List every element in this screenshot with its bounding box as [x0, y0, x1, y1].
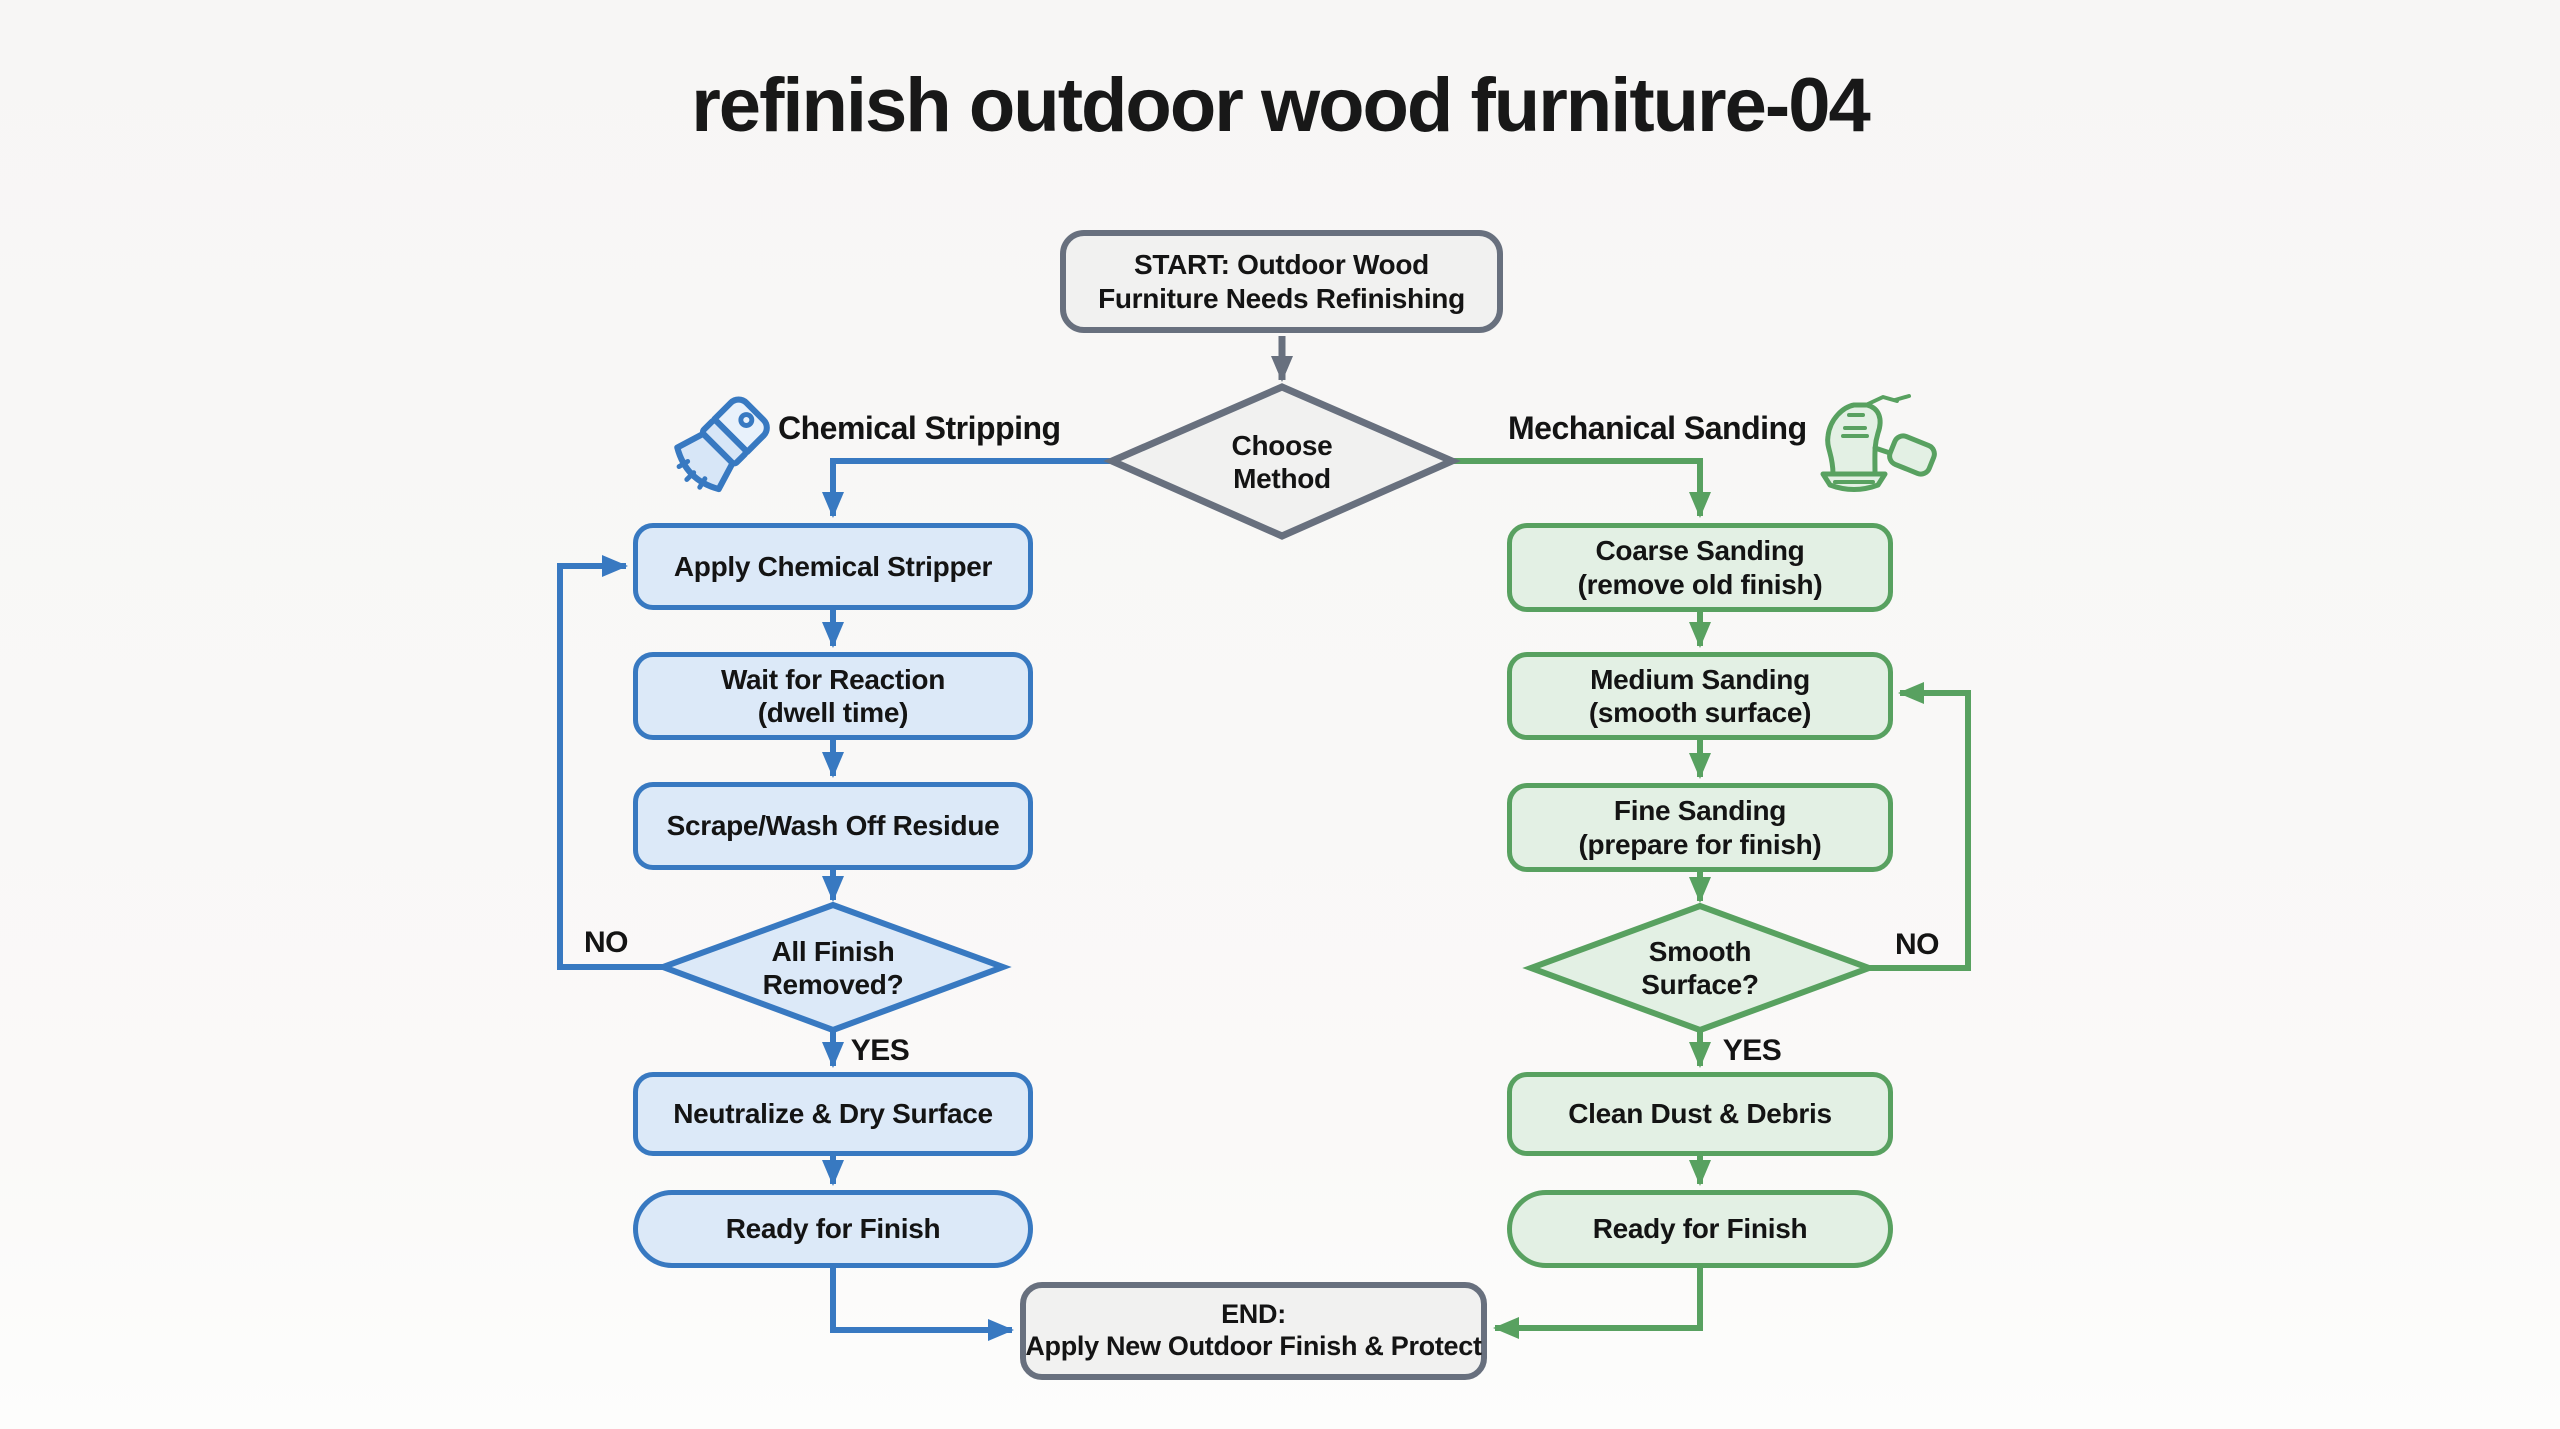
node-label: Method [1233, 463, 1331, 494]
branch-label-mechanical-sanding: Mechanical Sanding [1508, 410, 1807, 446]
orbital-sander-icon [1820, 394, 1937, 492]
node-label: (remove old finish) [1577, 568, 1823, 600]
node-label: START: Outdoor Wood [1134, 249, 1429, 281]
node-ready-for-finish-right: Ready for Finish [1507, 1190, 1893, 1268]
edge-smooth-no-loop [1869, 682, 1971, 971]
node-label: (dwell time) [757, 697, 909, 728]
node-smooth-surface: Smooth Surface? [1550, 920, 1850, 1016]
node-label: Wait for Reaction [720, 663, 946, 695]
node-apply-chemical-stripper: Apply Chemical Stripper [633, 523, 1033, 610]
node-fine-sanding: Fine Sanding (prepare for finish) [1507, 783, 1893, 872]
edge-label-right-yes: YES [1722, 1034, 1782, 1067]
edge-label-left-no: NO [584, 926, 629, 959]
node-start: START: Outdoor Wood Furniture Needs Refi… [1060, 230, 1503, 333]
node-medium-sanding: Medium Sanding (smooth surface) [1507, 652, 1893, 740]
edge-readyright-to-end [1493, 1268, 1703, 1339]
node-label: Medium Sanding [1590, 663, 1810, 695]
node-label: Furniture Needs Refinishing [1098, 282, 1465, 314]
node-end: END: Apply New Outdoor Finish & Protect [1020, 1282, 1487, 1380]
node-label: Neutralize & Dry Surface [673, 1098, 993, 1130]
paintbrush-icon [674, 396, 770, 493]
edge-choose-to-coarse [1452, 458, 1711, 518]
node-choose-method: Choose Method [1152, 414, 1412, 510]
node-label: END: [1221, 1299, 1286, 1330]
branch-label-chemical-stripping: Chemical Stripping [778, 410, 1061, 446]
node-label: Scrape/Wash Off Residue [666, 810, 1000, 842]
edge-readyleft-to-end [830, 1268, 1014, 1341]
node-label: Ready for Finish [1592, 1213, 1808, 1245]
page-title: refinish outdoor wood furniture-04 [691, 63, 1871, 148]
edge-choose-to-apply [822, 458, 1112, 518]
node-label: (smooth surface) [1588, 697, 1812, 728]
node-scrape-wash-off-residue: Scrape/Wash Off Residue [633, 782, 1033, 870]
node-coarse-sanding: Coarse Sanding (remove old finish) [1507, 523, 1893, 612]
node-wait-for-reaction: Wait for Reaction (dwell time) [633, 652, 1033, 740]
node-label: Apply Chemical Stripper [673, 550, 993, 582]
node-all-finish-removed: All Finish Removed? [683, 920, 983, 1016]
node-label: (prepare for finish) [1578, 828, 1822, 860]
node-label: Ready for Finish [725, 1213, 941, 1245]
edge-label-right-no: NO [1895, 928, 1940, 961]
node-label: Fine Sanding [1613, 795, 1787, 827]
node-label: Smooth [1648, 935, 1752, 967]
node-label: Surface? [1641, 969, 1759, 1000]
node-label: Choose [1231, 429, 1333, 461]
node-clean-dust-debris: Clean Dust & Debris [1507, 1072, 1893, 1156]
all-finish-removed-diamond [654, 901, 1012, 1034]
node-neutralize-dry-surface: Neutralize & Dry Surface [633, 1072, 1033, 1156]
node-label: Clean Dust & Debris [1568, 1098, 1832, 1130]
node-ready-for-finish-left: Ready for Finish [633, 1190, 1033, 1268]
node-label: Coarse Sanding [1595, 535, 1805, 567]
node-label: All Finish [771, 935, 895, 967]
node-label: Apply New Outdoor Finish & Protect [1025, 1331, 1482, 1361]
edge-allfinish-no-loop [557, 555, 663, 970]
smooth-surface-diamond [1522, 902, 1878, 1034]
choose-method-diamond [1103, 383, 1461, 540]
edge-label-left-yes: YES [850, 1034, 910, 1067]
node-label: Removed? [762, 969, 904, 1000]
